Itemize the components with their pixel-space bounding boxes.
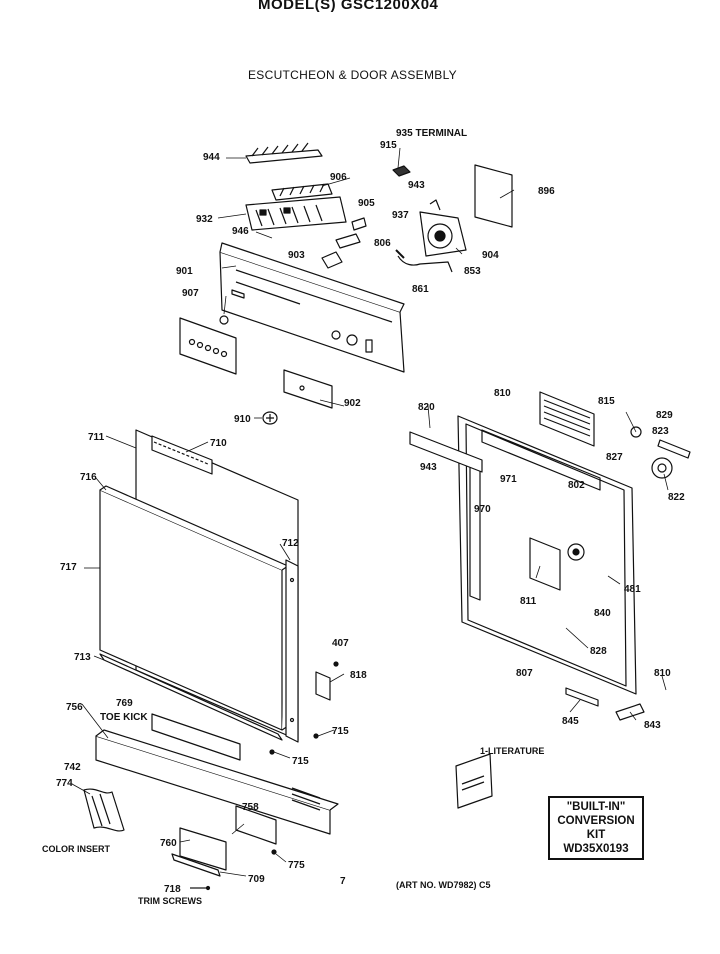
callout-861: 861 [412, 284, 429, 295]
part-756-toe-kick [95, 713, 339, 835]
callout-853: 853 [464, 266, 481, 277]
callout-915: 915 [380, 140, 397, 151]
kit-line-1: "BUILT-IN" [566, 801, 626, 813]
callout-829: 829 [656, 410, 673, 421]
callout-910: 910 [234, 414, 251, 425]
callout-906: 906 [330, 172, 347, 183]
part-910-latch [262, 411, 278, 425]
callout-742: 742 [64, 762, 81, 773]
part-815-vent [539, 391, 595, 447]
part-915-terminal [392, 165, 411, 177]
part-905-806-clips [321, 217, 367, 269]
callout-712: 712 [282, 538, 299, 549]
callout-905: 905 [358, 198, 375, 209]
callout-970: 970 [474, 504, 491, 515]
part-907-knob [219, 315, 229, 325]
callout-903: 903 [288, 250, 305, 261]
callout-943a: 943 [408, 180, 425, 191]
part-901-escutcheon [219, 242, 405, 373]
callout-481: 481 [624, 584, 641, 595]
part-811-dispenser [529, 537, 585, 591]
part-literature-booklet [455, 753, 493, 809]
callout-944: 944 [203, 152, 220, 163]
callout-775: 775 [288, 860, 305, 871]
part-932-switch-block [245, 196, 347, 231]
callout-943b: 943 [420, 462, 437, 473]
callout-896: 896 [538, 186, 555, 197]
callout-407: 407 [332, 638, 349, 649]
callout-711: 711 [88, 432, 105, 443]
callout-literature: 1-LITERATURE [480, 746, 544, 756]
part-902-handle [283, 369, 333, 409]
callout-769: 769 [116, 698, 133, 709]
callout-901: 901 [176, 266, 193, 277]
callout-822: 822 [668, 492, 685, 503]
callout-845: 845 [562, 716, 579, 727]
callout-823: 823 [652, 426, 669, 437]
part-713-bottom-trim [99, 653, 283, 741]
kit-line-3: KIT [586, 829, 606, 841]
leader-lines [71, 147, 669, 877]
part-712-side-trim [285, 559, 299, 743]
part-944-vent-strip [245, 142, 323, 164]
callout-715b: 715 [292, 756, 309, 767]
part-861-harness [395, 249, 453, 273]
callout-802: 802 [568, 480, 585, 491]
part-718-trim-screws [190, 885, 211, 891]
callout-904: 904 [482, 250, 499, 261]
callout-818: 818 [350, 670, 367, 681]
callout-715a: 715 [332, 726, 349, 737]
art-number: (ART NO. WD7982) C5 [396, 880, 491, 890]
callout-716: 716 [80, 472, 97, 483]
section-title: ESCUTCHEON & DOOR ASSEMBLY [248, 68, 457, 82]
part-896-plate [474, 164, 513, 228]
callout-709: 709 [248, 874, 265, 885]
callout-774: 774 [56, 778, 73, 789]
callout-815: 815 [598, 396, 615, 407]
part-820-bar [409, 431, 483, 473]
callout-718: 718 [164, 884, 181, 895]
callout-toe-kick: TOE KICK [100, 712, 148, 723]
callout-color-insert: COLOR INSERT [42, 844, 111, 854]
callout-937: 937 [392, 210, 409, 221]
callout-807: 807 [516, 668, 533, 679]
part-758-760-709-brackets [171, 805, 277, 877]
part-822-rinse-cap [630, 426, 691, 479]
callout-811: 811 [520, 596, 537, 607]
callout-760: 760 [160, 838, 177, 849]
callout-trim-screws: TRIM SCREWS [138, 896, 202, 906]
callout-935: 935 TERMINAL [396, 128, 467, 139]
callout-932: 932 [196, 214, 213, 225]
callout-7: 7 [340, 876, 346, 887]
kit-line-4: WD35X0193 [563, 843, 629, 855]
part-715-screws [269, 733, 319, 755]
callout-810a: 810 [494, 388, 511, 399]
callout-907: 907 [182, 288, 199, 299]
callout-713: 713 [74, 652, 91, 663]
callout-946: 946 [232, 226, 249, 237]
callout-820: 820 [418, 402, 435, 413]
part-faceplate [179, 317, 237, 375]
callout-806: 806 [374, 238, 391, 249]
callout-756: 756 [66, 702, 83, 713]
model-title: MODEL(S) GSC1200X04 [258, 0, 439, 13]
callout-843: 843 [644, 720, 661, 731]
callout-902: 902 [344, 398, 361, 409]
callout-labels: 944 935 TERMINAL 915 906 943 896 905 937… [42, 128, 685, 906]
conversion-kit-box: "BUILT-IN" CONVERSION KIT WD35X0193 [548, 796, 644, 860]
part-774-color-insert [83, 788, 125, 832]
part-906-bracket [271, 183, 333, 201]
callout-758: 758 [242, 802, 259, 813]
part-818-hinge [315, 661, 339, 701]
kit-line-2: CONVERSION [557, 815, 635, 827]
callout-840: 840 [594, 608, 611, 619]
callout-810b: 810 [654, 668, 671, 679]
callout-710: 710 [210, 438, 227, 449]
callout-971: 971 [500, 474, 517, 485]
callout-827: 827 [606, 452, 623, 463]
callout-828: 828 [590, 646, 607, 657]
part-904-timer [419, 199, 467, 257]
callout-717: 717 [60, 562, 77, 573]
